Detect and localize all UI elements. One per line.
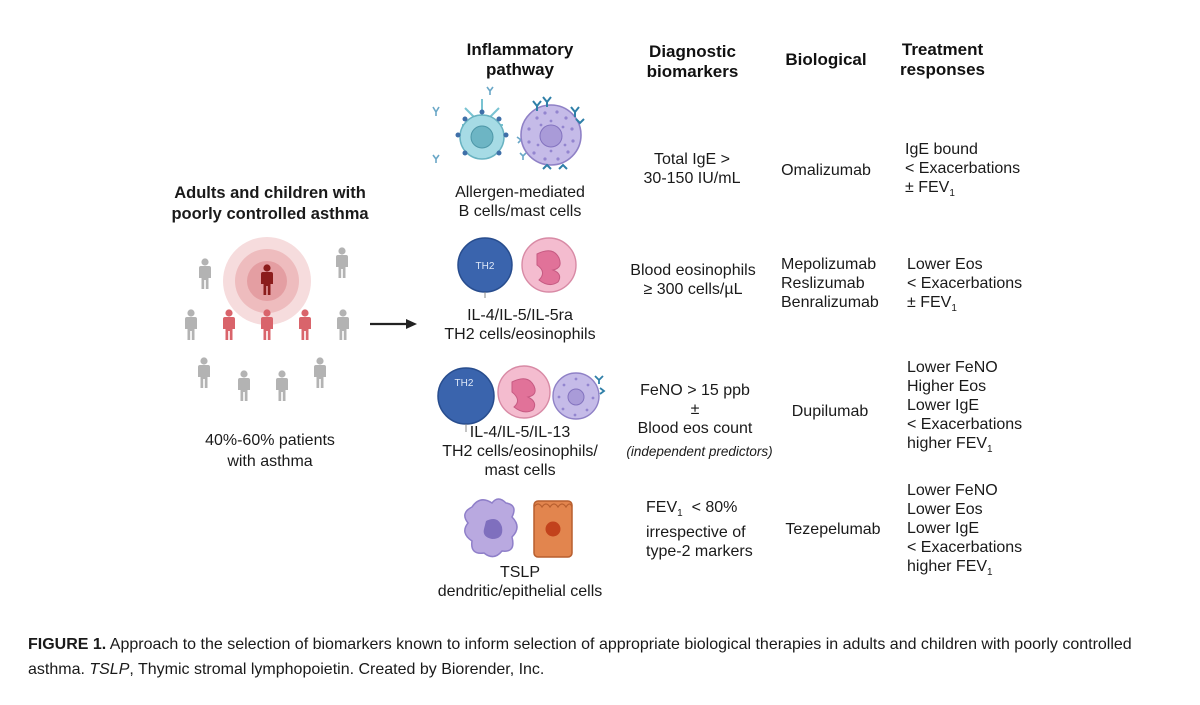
row1-biological: Omalizumab xyxy=(781,162,871,179)
row4-responses: Lower FeNO Lower Eos Lower IgE < Exacerb… xyxy=(907,481,1047,582)
row2-response-line: < Exacerbations xyxy=(907,275,1023,292)
th2-cell-icon-row3: TH2 xyxy=(437,367,495,432)
row2-biological: Mepolizumab Reslizumab Benralizumab xyxy=(781,256,879,311)
row1-response-line: IgE bound xyxy=(905,141,978,158)
row4-response-line: < Exacerbations xyxy=(907,539,1023,556)
row1-response-line: < Exacerbations xyxy=(905,160,1021,177)
caption-abbreviation: TSLP xyxy=(89,661,130,678)
eosinophil-icon-row3 xyxy=(497,365,551,419)
header-inflammatory-pathway: Inflammatory pathway xyxy=(466,40,574,79)
row3-biomarker-note: (independent predictors) xyxy=(626,444,773,459)
row3-response-line: higher FEV1 xyxy=(907,435,993,456)
person-icons-red xyxy=(223,309,311,340)
row1-responses: IgE bound < Exacerbations ± FEV1 xyxy=(905,140,1045,203)
b-cell-icon xyxy=(455,99,509,160)
row4-biomarker-line1: FEV1 < 80% xyxy=(646,499,738,520)
row3-response-line: < Exacerbations xyxy=(907,416,1023,433)
row3-cells-graphic: TH2 xyxy=(437,365,606,432)
row2-pathway: IL-4/IL-5/IL-5ra TH2 cells/eosinophils xyxy=(444,307,596,343)
row1-pathway: Allergen-mediated B cells/mast cells xyxy=(455,184,585,220)
row3-response-line: Higher Eos xyxy=(907,378,987,395)
row2-cells-graphic: TH2 xyxy=(457,237,577,298)
row4-response-line: Lower Eos xyxy=(907,501,983,518)
th2-cell-icon: TH2 xyxy=(457,237,513,298)
row4-biomarker: FEV1 < 80% irrespective of type-2 marker… xyxy=(646,498,786,561)
row1-cells-graphic xyxy=(432,86,585,170)
row2-response-line: Lower Eos xyxy=(907,256,983,273)
row3-response-line: Lower FeNO xyxy=(907,359,998,376)
row2-responses: Lower Eos < Exacerbations ± FEV1 xyxy=(907,255,1047,318)
mast-cell-icon-row3 xyxy=(552,372,606,420)
epithelial-cell-icon xyxy=(533,500,573,558)
row4-response-line: higher FEV1 xyxy=(907,558,993,579)
mast-cell-icon xyxy=(520,96,585,170)
row3-responses: Lower FeNO Higher Eos Lower IgE < Exacer… xyxy=(907,358,1047,459)
row3-response-line: Lower IgE xyxy=(907,397,980,414)
row4-biological: Tezepelumab xyxy=(785,521,881,538)
row3-pathway: IL-4/IL-5/IL-13 TH2 cells/eosinophils/ m… xyxy=(442,424,598,479)
eosinophil-icon xyxy=(521,237,577,293)
arrow-icon xyxy=(370,319,417,329)
row4-response-line: Lower IgE xyxy=(907,520,980,537)
row3-biomarker: FeNO > 15 ppb ± Blood eos count xyxy=(637,382,753,437)
th2-label: TH2 xyxy=(476,261,495,272)
row4-response-line: Lower FeNO xyxy=(907,482,998,499)
header-biological: Biological xyxy=(785,50,867,69)
row1-biomarker: Total IgE > 30-150 IU/mL xyxy=(643,151,741,187)
row3-biological: Dupilumab xyxy=(791,403,869,420)
population-title: Adults and children with poorly controll… xyxy=(171,184,369,223)
row4-cells-graphic xyxy=(464,498,573,558)
dendritic-cell-icon xyxy=(464,498,518,558)
row2-biomarker: Blood eosinophils ≥ 300 cells/µL xyxy=(630,262,756,298)
row1-response-line: ± FEV1 xyxy=(905,179,955,200)
header-diagnostic-biomarkers: Diagnostic biomarkers xyxy=(646,42,739,81)
header-treatment-responses: Treatment responses xyxy=(899,40,986,79)
figure-label: FIGURE 1. xyxy=(28,636,107,653)
row4-pathway: TSLP dendritic/epithelial cells xyxy=(437,564,603,600)
row2-response-line: ± FEV1 xyxy=(907,294,957,315)
row4-biomarker-rest: irrespective of type-2 markers xyxy=(646,524,753,561)
patients-percentage: 40%-60% patients with asthma xyxy=(205,432,335,470)
th2-label-row3: TH2 xyxy=(455,378,474,389)
patient-group-graphic xyxy=(185,237,417,401)
figure-caption: FIGURE 1. Approach to the selection of b… xyxy=(28,636,1132,678)
